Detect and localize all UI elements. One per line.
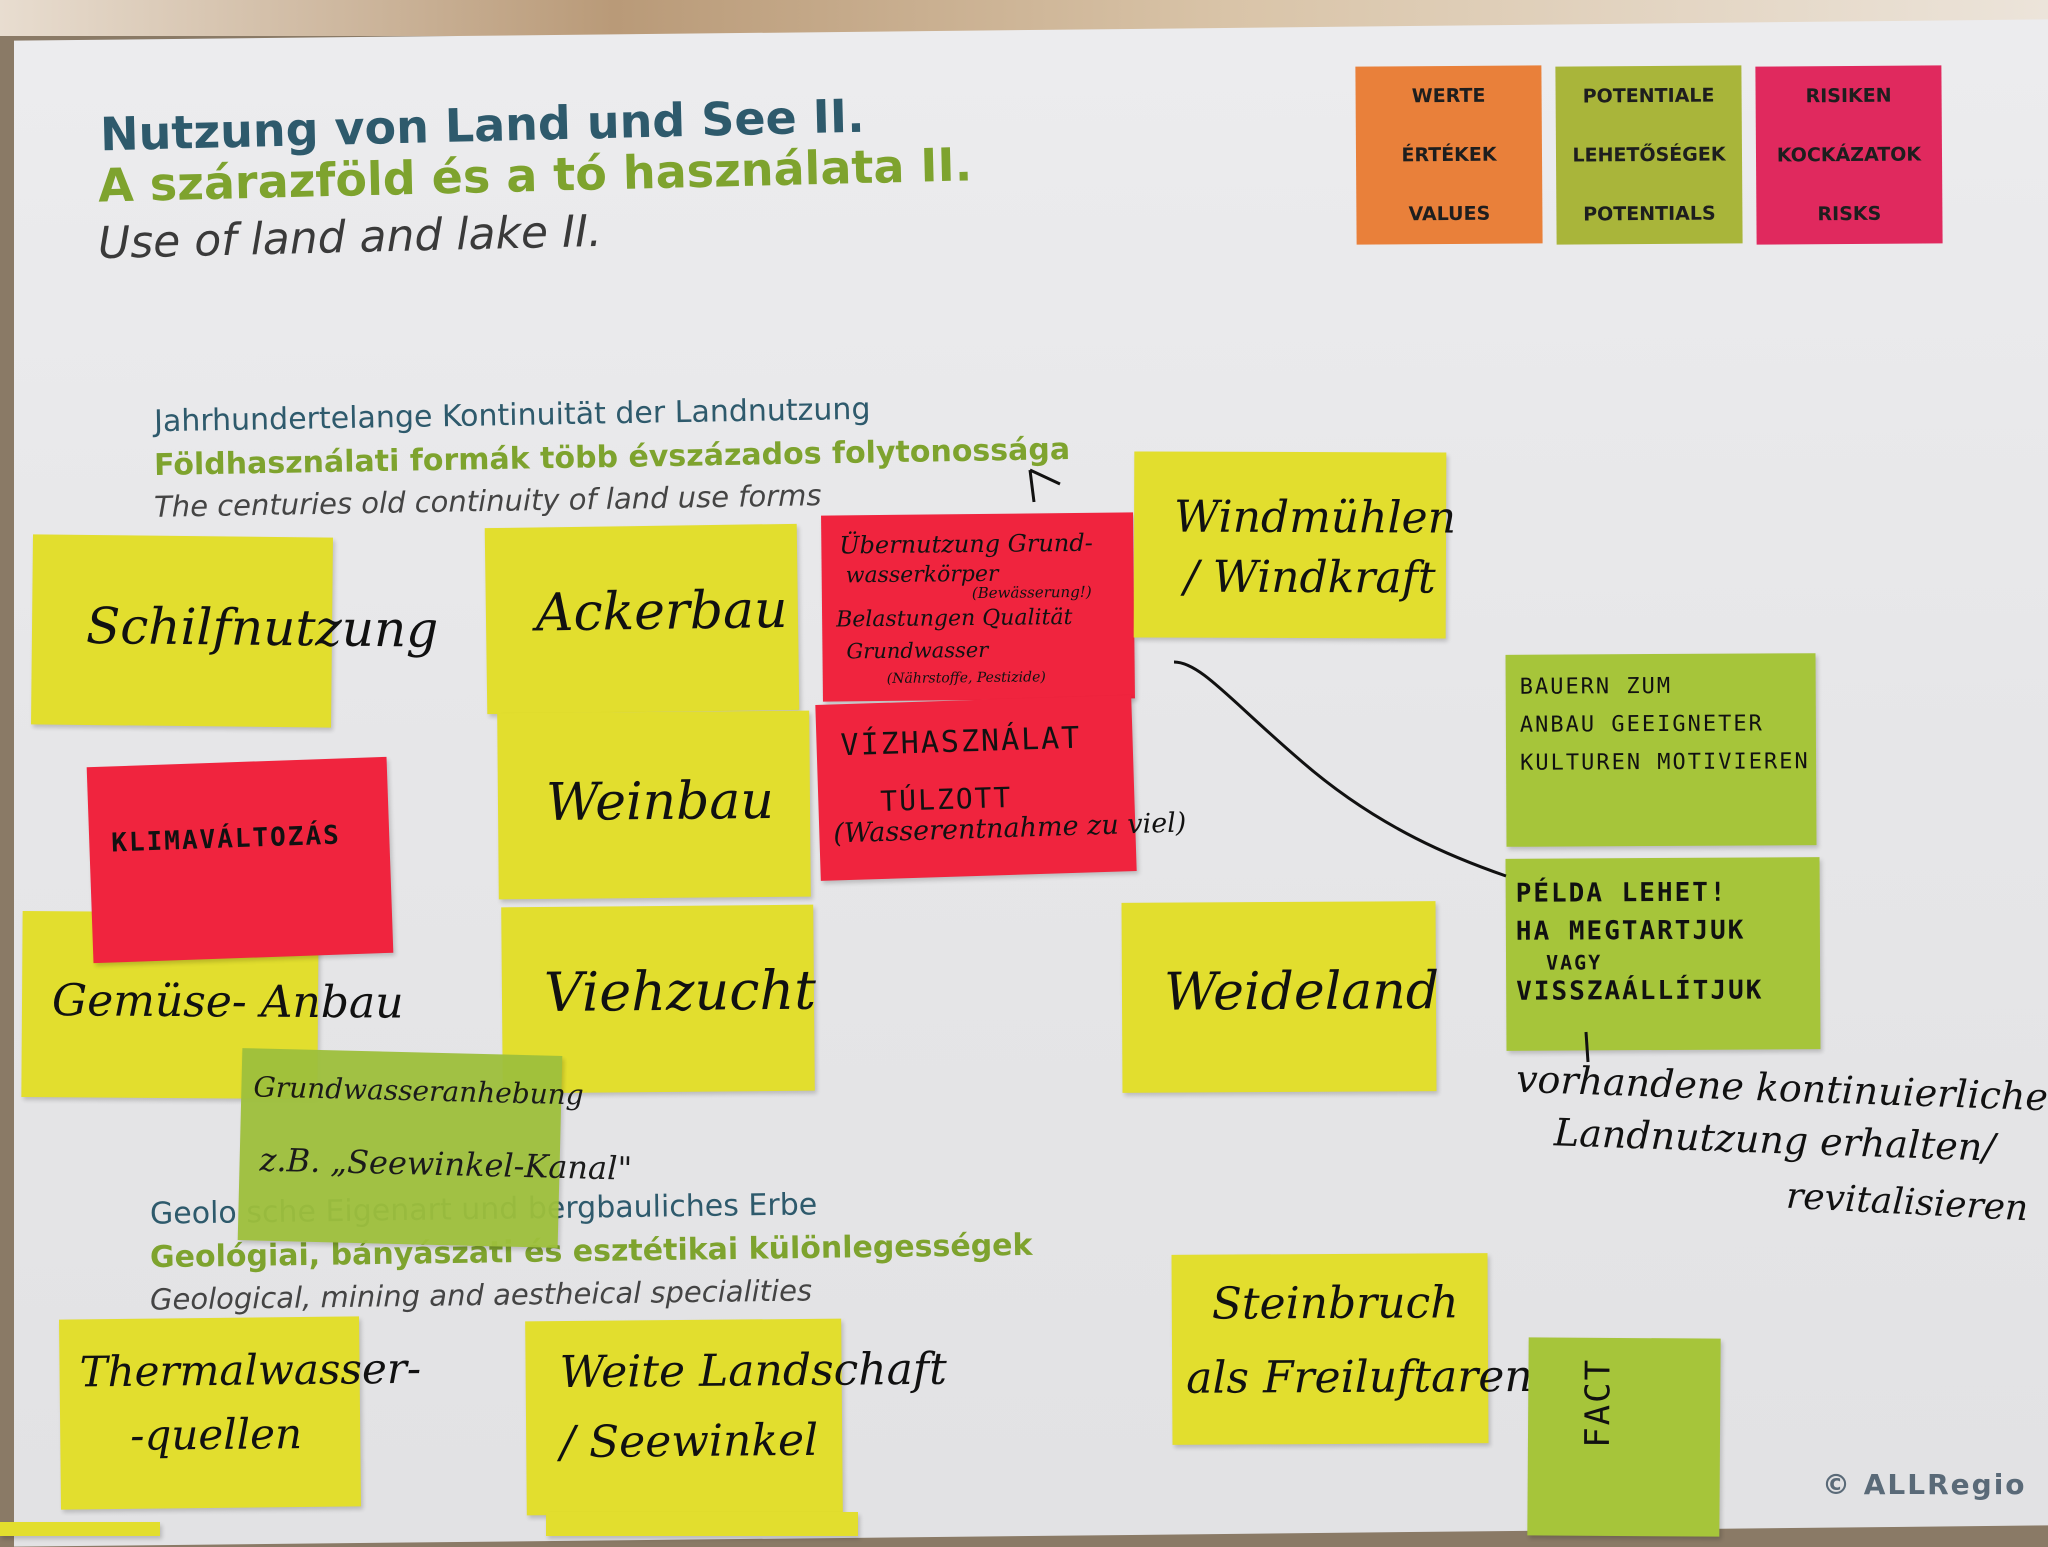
arrow-mark xyxy=(1028,468,1061,503)
note-partial-bottom xyxy=(546,1512,858,1536)
connector-line xyxy=(1173,660,1507,878)
tick-mark xyxy=(1584,1031,1590,1063)
watermark: © ALLRegio xyxy=(1822,1468,2027,1501)
note-partial-bottom-left xyxy=(0,1522,160,1536)
